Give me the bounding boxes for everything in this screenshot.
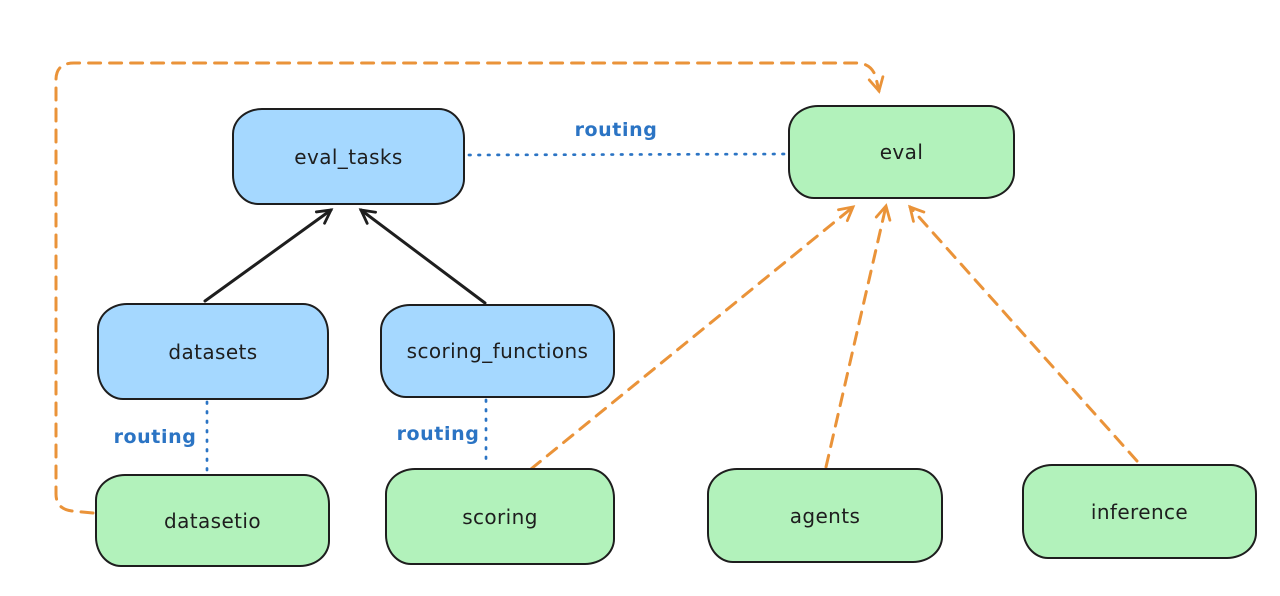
node-datasetio-label: datasetio <box>163 508 261 533</box>
edge-inference-to-eval <box>908 204 1139 463</box>
edge-datasets-to-eval-tasks <box>203 208 334 303</box>
edge-label-routing-datasets-datasetio: routing <box>113 426 197 448</box>
node-agents-label: agents <box>789 503 861 528</box>
node-eval-label: eval <box>879 140 924 164</box>
node-eval: eval <box>788 105 1015 199</box>
node-eval-tasks-label: eval_tasks <box>294 144 403 169</box>
node-datasets-label: datasets <box>168 339 258 364</box>
edge-eval-tasks-to-eval-routing <box>467 152 787 157</box>
node-scoring-functions-label: scoring_functions <box>406 339 589 363</box>
node-scoring: scoring <box>385 468 615 565</box>
edge-agents-to-eval <box>824 203 892 469</box>
edge-label-routing-eval-tasks-eval: routing <box>574 119 658 141</box>
node-agents: agents <box>707 468 943 563</box>
node-datasets: datasets <box>97 303 329 400</box>
edge-label-routing-scoring-functions-scoring: routing <box>396 423 480 445</box>
node-inference-label: inference <box>1090 499 1189 524</box>
edge-scoring-functions-to-eval-tasks <box>358 208 487 305</box>
node-datasetio: datasetio <box>95 474 330 567</box>
node-scoring-label: scoring <box>462 504 538 529</box>
node-scoring-functions: scoring_functions <box>380 304 615 398</box>
node-inference: inference <box>1022 464 1257 559</box>
node-eval-tasks: eval_tasks <box>232 108 465 205</box>
